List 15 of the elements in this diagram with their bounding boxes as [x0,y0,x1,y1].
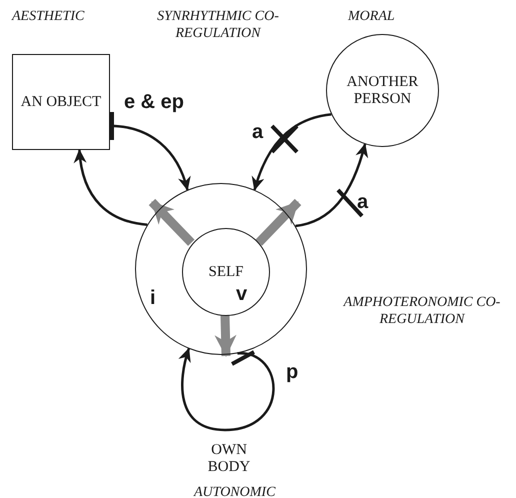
edge-label: e & ep [124,92,184,112]
object-box: AN OBJECT [12,54,110,150]
category-label: MORAL [348,8,395,25]
letter-label: v [236,286,248,303]
outer-ring-circle [135,183,307,355]
edge-label: a [252,122,264,142]
letter-label: i [150,290,156,307]
category-label: AESTHETIC [12,8,84,25]
category-label: AMPHOTERONOMIC CO-REGULATION [342,294,502,328]
edge-label: a [357,192,368,212]
person-circle: ANOTHER PERSON [326,34,439,147]
body-label: OWN BODY [206,442,252,476]
category-label: SYNRHYTHMIC CO-REGULATION [156,8,280,42]
edge-label: p [286,362,298,382]
category-label: AUTONOMIC [194,484,276,498]
